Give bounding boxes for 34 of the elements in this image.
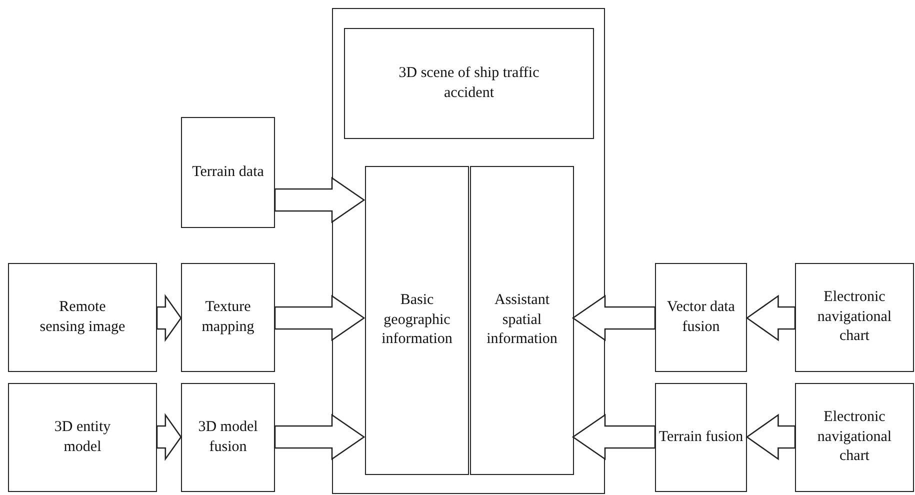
block-arrow xyxy=(156,412,182,462)
process-box xyxy=(795,383,914,492)
box-label: Terrain fusion xyxy=(658,428,744,447)
block-arrow xyxy=(746,414,796,460)
box-label: Assistant spatial information xyxy=(486,291,558,350)
process-box xyxy=(181,263,275,372)
box-label: 3D entity model xyxy=(53,418,112,456)
process-box xyxy=(470,166,574,475)
box-label: Vector data fusion xyxy=(666,298,736,336)
process-box xyxy=(8,263,157,372)
block-arrow xyxy=(572,414,656,460)
process-box xyxy=(8,383,157,492)
process-box xyxy=(655,383,747,492)
block-arrow xyxy=(156,294,182,342)
block-arrow xyxy=(746,294,796,342)
block-arrow xyxy=(274,294,366,342)
box-label: Electronic navigational chart xyxy=(816,288,893,346)
container-box xyxy=(332,8,605,494)
box-label: Terrain data xyxy=(191,162,265,182)
box-label: 3D scene of ship traffic accident xyxy=(398,64,540,102)
process-box xyxy=(344,28,594,139)
box-label: 3D model fusion xyxy=(197,418,259,456)
process-box xyxy=(181,383,275,492)
box-label: Remote sensing image xyxy=(38,298,126,336)
process-box xyxy=(655,263,747,372)
process-box xyxy=(795,263,914,372)
block-arrow xyxy=(572,294,656,342)
block-arrow xyxy=(274,176,366,224)
process-box xyxy=(365,166,469,475)
box-label: Basic geographic information xyxy=(380,291,454,350)
block-arrow xyxy=(274,414,366,460)
box-label: Texture mapping xyxy=(200,298,256,336)
process-box xyxy=(181,117,275,228)
box-label: Electronic navigational chart xyxy=(816,408,893,466)
